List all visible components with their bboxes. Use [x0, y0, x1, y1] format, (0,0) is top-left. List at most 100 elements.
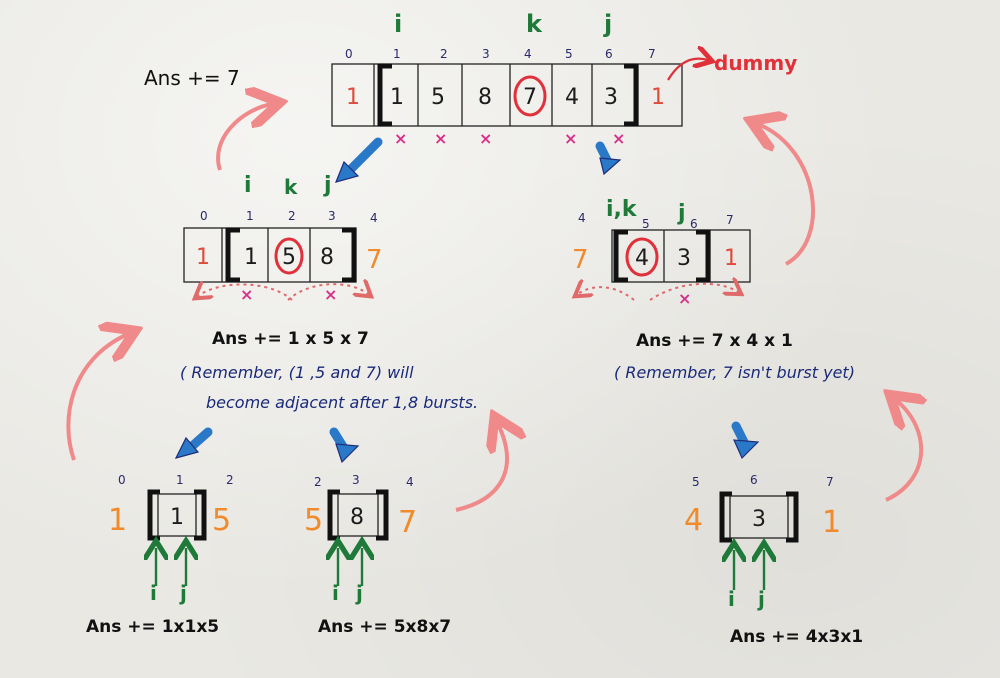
left-letter-k: k	[284, 175, 298, 199]
top-right-bracket	[624, 63, 639, 127]
top-index: 3	[482, 47, 490, 61]
bl-cell-value: 5	[212, 503, 231, 538]
left-mid-note-line1: ( Remember, (1 ,5 and 7) will	[180, 363, 414, 382]
right-mid-cell-value: 4	[635, 246, 649, 271]
br-index: 5	[692, 475, 700, 489]
br-letter-j: j	[757, 587, 765, 611]
top-array-outline	[331, 63, 683, 127]
left-mid-right-bracket	[342, 227, 357, 283]
blue-arrow-left	[345, 137, 383, 175]
left-index: 3	[328, 209, 336, 223]
right-mid-left-bracket	[613, 229, 628, 283]
bm-right-bracket	[376, 489, 389, 541]
left-mid-left-bracket	[225, 227, 240, 283]
bl-letter-i: i	[150, 581, 157, 605]
top-cell-value: 1	[651, 85, 665, 110]
dummy-arrow	[667, 59, 708, 81]
pink-return-arrow	[886, 400, 921, 502]
left-mid-cell-value: 5	[282, 245, 296, 270]
br-letter-i: i	[728, 587, 735, 611]
bl-right-bracket	[194, 489, 207, 541]
top-array	[331, 63, 683, 127]
dummy-label: dummy	[714, 51, 797, 75]
br-cell-value: 3	[752, 507, 766, 532]
right-letter-j: j	[677, 201, 686, 226]
top-cell-value: 1	[390, 85, 404, 110]
bl-cell-value: 1	[108, 503, 127, 538]
top-index: 7	[648, 47, 656, 61]
top-left-bracket	[377, 63, 392, 127]
top-letter-k: k	[526, 10, 543, 38]
top-index: 4	[524, 47, 532, 61]
top-indices: 0 1 2 3 4 5 6 7	[345, 47, 656, 61]
top-index: 0	[345, 47, 353, 61]
bl-cell-value: 1	[170, 505, 184, 530]
burst-x-mark: ×	[678, 289, 691, 308]
bl-index: 0	[118, 473, 126, 487]
top-cell-value: 4	[565, 85, 579, 110]
top-index: 1	[393, 47, 401, 61]
top-ans-label: Ans += 7	[144, 66, 240, 90]
blue-arrow-down-right	[731, 421, 749, 447]
bm-cell-value: 7	[398, 505, 417, 540]
br-right-bracket	[786, 491, 799, 543]
br-ans-label: Ans += 4x3x1	[730, 627, 863, 647]
left-mid-adjacent-arrow	[287, 284, 368, 301]
bl-index: 1	[176, 473, 184, 487]
bm-letter-j: j	[355, 581, 363, 605]
burst-x-mark: ×	[394, 129, 407, 148]
right-index: 5	[642, 217, 650, 231]
bl-index: 2	[226, 473, 234, 487]
pink-return-arrow	[66, 334, 128, 461]
right-mid-cell-value: 1	[724, 246, 738, 271]
pink-return-arrow	[455, 424, 507, 512]
right-mid-note-line1: ( Remember, 7 isn't burst yet)	[614, 363, 855, 382]
top-letter-i: i	[394, 10, 402, 38]
pink-return-arrow	[216, 104, 272, 171]
left-mid-cell-value: 1	[244, 245, 258, 270]
blue-arrow-right-head	[599, 157, 622, 176]
top-cell-value: 7	[523, 85, 537, 110]
bl-letter-j: j	[179, 581, 187, 605]
right-mid-adjacent-arrow	[649, 284, 738, 301]
br-cell-value: 4	[684, 503, 703, 538]
pink-return-arrow	[758, 124, 816, 266]
right-index: 4	[578, 211, 586, 225]
top-cell-value: 1	[346, 85, 360, 110]
right-letter-ik: i,k	[606, 197, 638, 222]
left-letter-j: j	[323, 173, 332, 198]
top-cell-value: 5	[431, 85, 445, 110]
left-mid-cell-value: 8	[320, 245, 334, 270]
bm-cell-value: 8	[350, 505, 364, 530]
left-mid-cell-value: 7	[366, 245, 383, 275]
top-index: 6	[605, 47, 613, 61]
blue-arrow-down-left-head	[174, 436, 200, 459]
burst-x-mark: ×	[479, 129, 492, 148]
left-mid-cell-value: 1	[196, 245, 210, 270]
left-mid-burst-marks: × ×	[240, 285, 337, 304]
right-mid-adjacent-arrow	[578, 287, 635, 301]
bm-letter-i: i	[332, 581, 339, 605]
right-mid-right-bracket	[696, 229, 711, 283]
left-index: 4	[370, 211, 378, 225]
bm-ans-label: Ans += 5x8x7	[318, 617, 451, 637]
br-cell-value: 1	[822, 505, 841, 540]
left-index: 0	[200, 209, 208, 223]
right-mid-cell-value: 3	[677, 246, 691, 271]
top-cell-value: 3	[604, 85, 618, 110]
left-index: 1	[246, 209, 254, 223]
left-mid-note-line2: become adjacent after 1,8 bursts.	[206, 393, 478, 412]
top-index: 5	[565, 47, 573, 61]
top-pivot-circle	[513, 75, 547, 117]
burst-x-mark: ×	[434, 129, 447, 148]
right-mid-cell-value: 7	[572, 245, 589, 275]
left-letter-i: i	[244, 173, 252, 198]
bm-index: 3	[352, 473, 360, 487]
top-index: 2	[440, 47, 448, 61]
burst-x-mark: ×	[240, 285, 253, 304]
right-mid-pivot-circle	[625, 237, 659, 277]
blue-arrow-down-mid-head	[335, 443, 360, 464]
burst-x-mark: ×	[564, 129, 577, 148]
